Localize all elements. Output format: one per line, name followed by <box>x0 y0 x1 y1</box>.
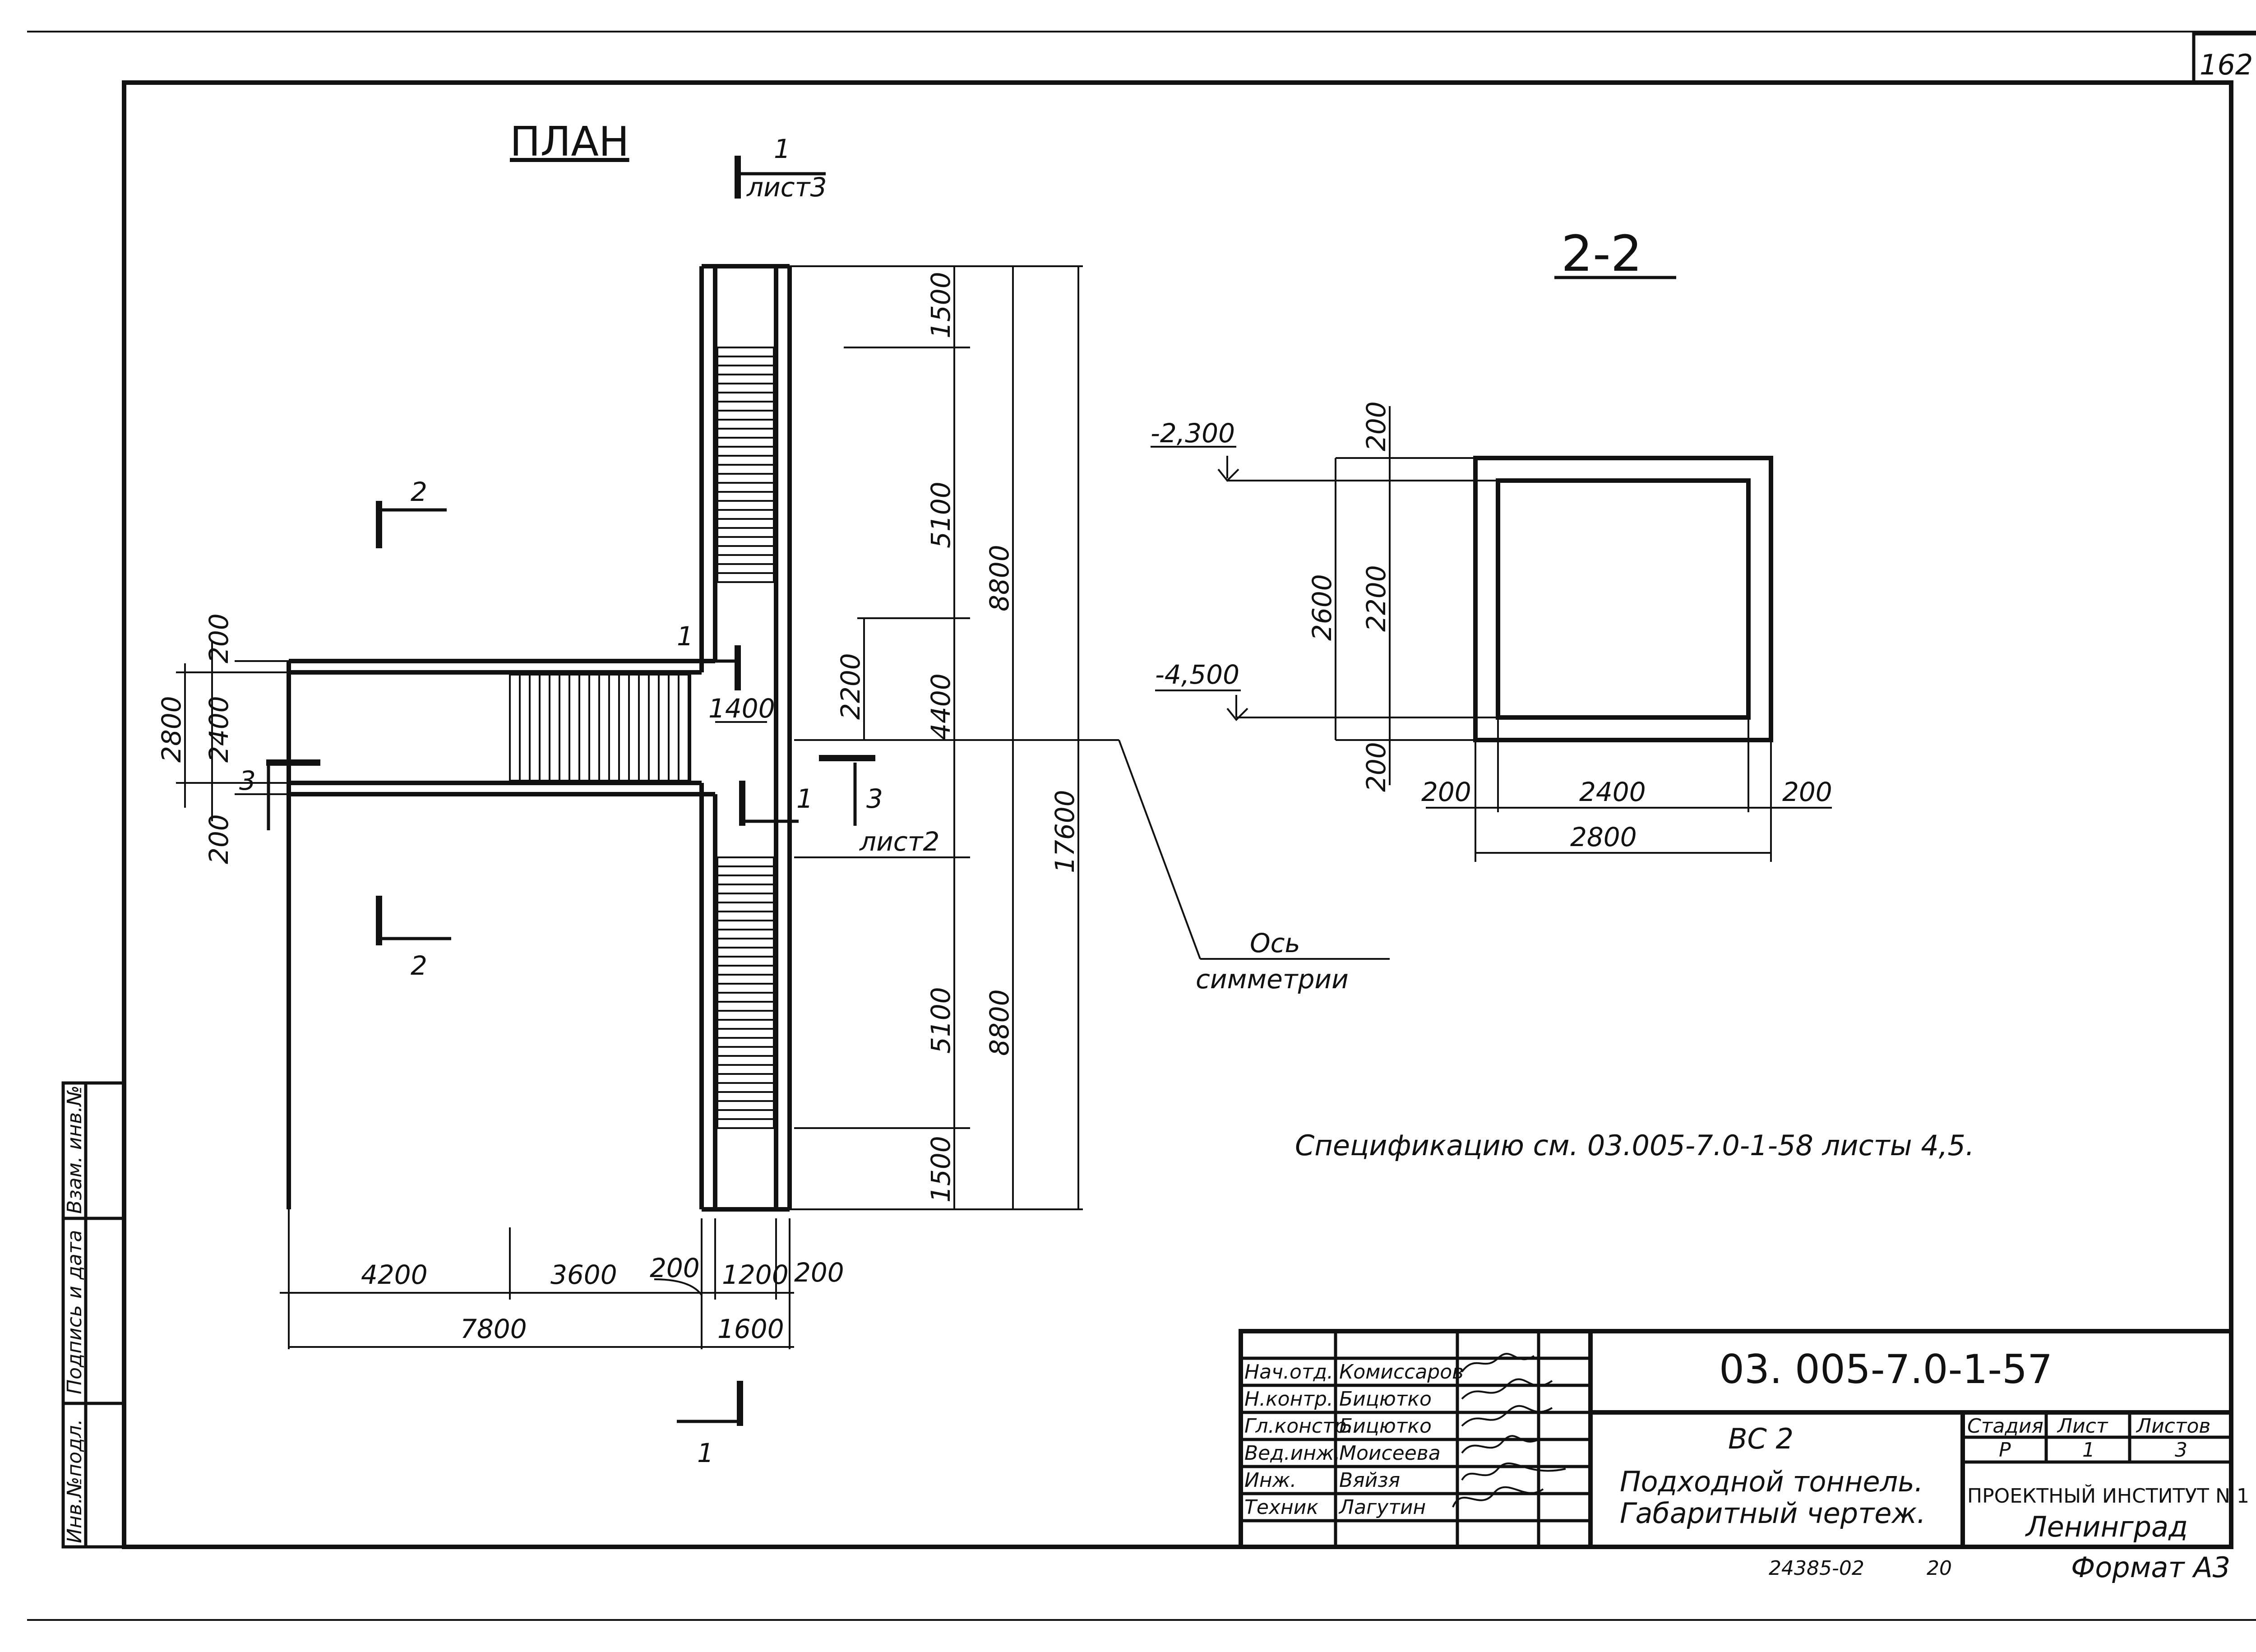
staff-name: Лагутин <box>1338 1496 1426 1519</box>
staff-role: Нач.отд. <box>1244 1360 1333 1384</box>
staff-role: Н.контр. <box>1244 1388 1333 1411</box>
staff-name: Комиссаров <box>1339 1360 1464 1384</box>
sheet-frame <box>27 31 2256 1621</box>
dim-4400: 4400 <box>925 673 956 740</box>
dim-200-b: 200 <box>794 1257 844 1288</box>
axis-label-line2: симметрии <box>1196 964 1349 995</box>
staff-name: Бицютко <box>1339 1415 1432 1438</box>
dim-5100-bottom: 5100 <box>925 987 956 1054</box>
archive-page: 20 <box>1927 1557 1952 1580</box>
dim-200-left-top: 200 <box>203 613 234 663</box>
staff-role: Вед.инж. <box>1244 1442 1341 1465</box>
dim-4200: 4200 <box>361 1259 428 1290</box>
sec-dim-2600: 2600 <box>1307 574 1337 641</box>
cut2-number-bottom: 2 <box>411 950 427 981</box>
drawing-name-line2: Габаритный чертеж. <box>1620 1497 1926 1530</box>
dim-1500-top: 1500 <box>925 272 956 338</box>
sec-dim-2200: 2200 <box>1361 565 1392 632</box>
sec-dim-200-bottom: 200 <box>1361 742 1392 792</box>
staff-role: Техник <box>1244 1496 1318 1519</box>
specification-note: Спецификацию см. 03.005-7.0-1-58 листы 4… <box>1295 1129 1974 1162</box>
dim-2400-left: 2400 <box>203 696 234 763</box>
staff-table: Нач.отд.КомиссаровН.контр.БицюткоГл.конс… <box>1244 1360 1464 1519</box>
dim-2800-left: 2800 <box>156 696 187 763</box>
sheet-number: 162 <box>2200 48 2253 81</box>
cut3-number-left: 3 <box>239 765 256 796</box>
staff-name: Бицютко <box>1339 1388 1432 1411</box>
staff-name: Вяйзя <box>1339 1469 1400 1492</box>
cut1-sheet-ref: лист3 <box>746 172 827 203</box>
section-profile <box>1151 406 1832 862</box>
cut1-number-bottom: 1 <box>697 1438 714 1468</box>
dim-8800-top: 8800 <box>984 545 1015 611</box>
plan-section-markers <box>266 156 875 1426</box>
stage-value: Р <box>1999 1439 2011 1462</box>
sec-dim-200-top: 200 <box>1361 401 1392 451</box>
dim-2200: 2200 <box>835 653 866 720</box>
section-title: 2-2 <box>1561 225 1642 282</box>
dim-200-a: 200 <box>650 1253 700 1283</box>
axis-label-line1: Ось <box>1250 928 1300 958</box>
object-code: ВС 2 <box>1728 1422 1794 1455</box>
org-line1: ПРОЕКТНЫЙ ИНСТИТУТ N 1 <box>1967 1484 2249 1508</box>
dim-1200: 1200 <box>722 1259 789 1290</box>
plan-hatching <box>509 347 775 1129</box>
hatch-frame <box>509 674 691 782</box>
sheet-header: Лист <box>2057 1415 2108 1438</box>
dim-1600: 1600 <box>717 1314 784 1344</box>
staff-role: Инж. <box>1244 1469 1296 1492</box>
cut1-number-top: 1 <box>774 134 791 164</box>
dim-200-left-bottom: 200 <box>203 814 234 864</box>
plan-tunnel-walls <box>287 264 792 1212</box>
side-stamp-replace: Взам. инв.№ <box>63 1085 86 1214</box>
dim-17600: 17600 <box>1049 790 1080 873</box>
drawing-name-line1: Подходной тоннель. <box>1620 1465 1923 1498</box>
archive-number: 24385-02 <box>1769 1557 1864 1580</box>
cut3-number-mid: 3 <box>866 783 883 814</box>
hatch-frame <box>717 347 775 583</box>
staff-name: Моисеева <box>1339 1442 1441 1465</box>
plan-dimension-lines <box>176 265 1390 1349</box>
sec-dim-200-right: 200 <box>1782 777 1832 807</box>
hatch-frame <box>717 856 775 1129</box>
dim-8800-bottom: 8800 <box>984 989 1015 1056</box>
dim-3600: 3600 <box>550 1259 617 1290</box>
sheet-value: 1 <box>2082 1439 2095 1462</box>
dim-7800: 7800 <box>460 1314 527 1344</box>
level-top: -2,300 <box>1151 418 1235 449</box>
dim-5100-top: 5100 <box>925 481 956 548</box>
cut1-number-mid: 1 <box>796 783 813 814</box>
sheets-header: Листов <box>2136 1415 2210 1438</box>
staff-role: Гл.констр. <box>1244 1415 1353 1438</box>
level-bottom: -4,500 <box>1155 659 1239 690</box>
side-stamp <box>61 1081 126 1549</box>
org-line2: Ленинград <box>2025 1510 2188 1543</box>
cut1-number-right: 1 <box>677 621 693 652</box>
stage-header: Стадия <box>1967 1415 2043 1438</box>
side-stamp-signature: Подпись и дата <box>63 1230 86 1394</box>
title-block-grid <box>1239 1329 2233 1549</box>
sec-dim-2400: 2400 <box>1579 777 1646 807</box>
doc-code: 03. 005-7.0-1-57 <box>1719 1346 2053 1393</box>
sheets-value: 3 <box>2175 1439 2187 1462</box>
detail-sheet-ref: лист2 <box>859 826 939 857</box>
dim-1400: 1400 <box>708 693 775 724</box>
sec-dim-2800: 2800 <box>1570 822 1637 852</box>
cut2-number-top: 2 <box>411 477 427 507</box>
sec-dim-200-left: 200 <box>1421 777 1471 807</box>
plan-title: ПЛАН <box>510 118 629 166</box>
side-stamp-inv: Инв.№подл. <box>63 1419 86 1543</box>
dim-1500-bottom: 1500 <box>925 1136 956 1203</box>
signatures <box>1452 1353 1566 1508</box>
format: Формат А3 <box>2071 1551 2230 1584</box>
